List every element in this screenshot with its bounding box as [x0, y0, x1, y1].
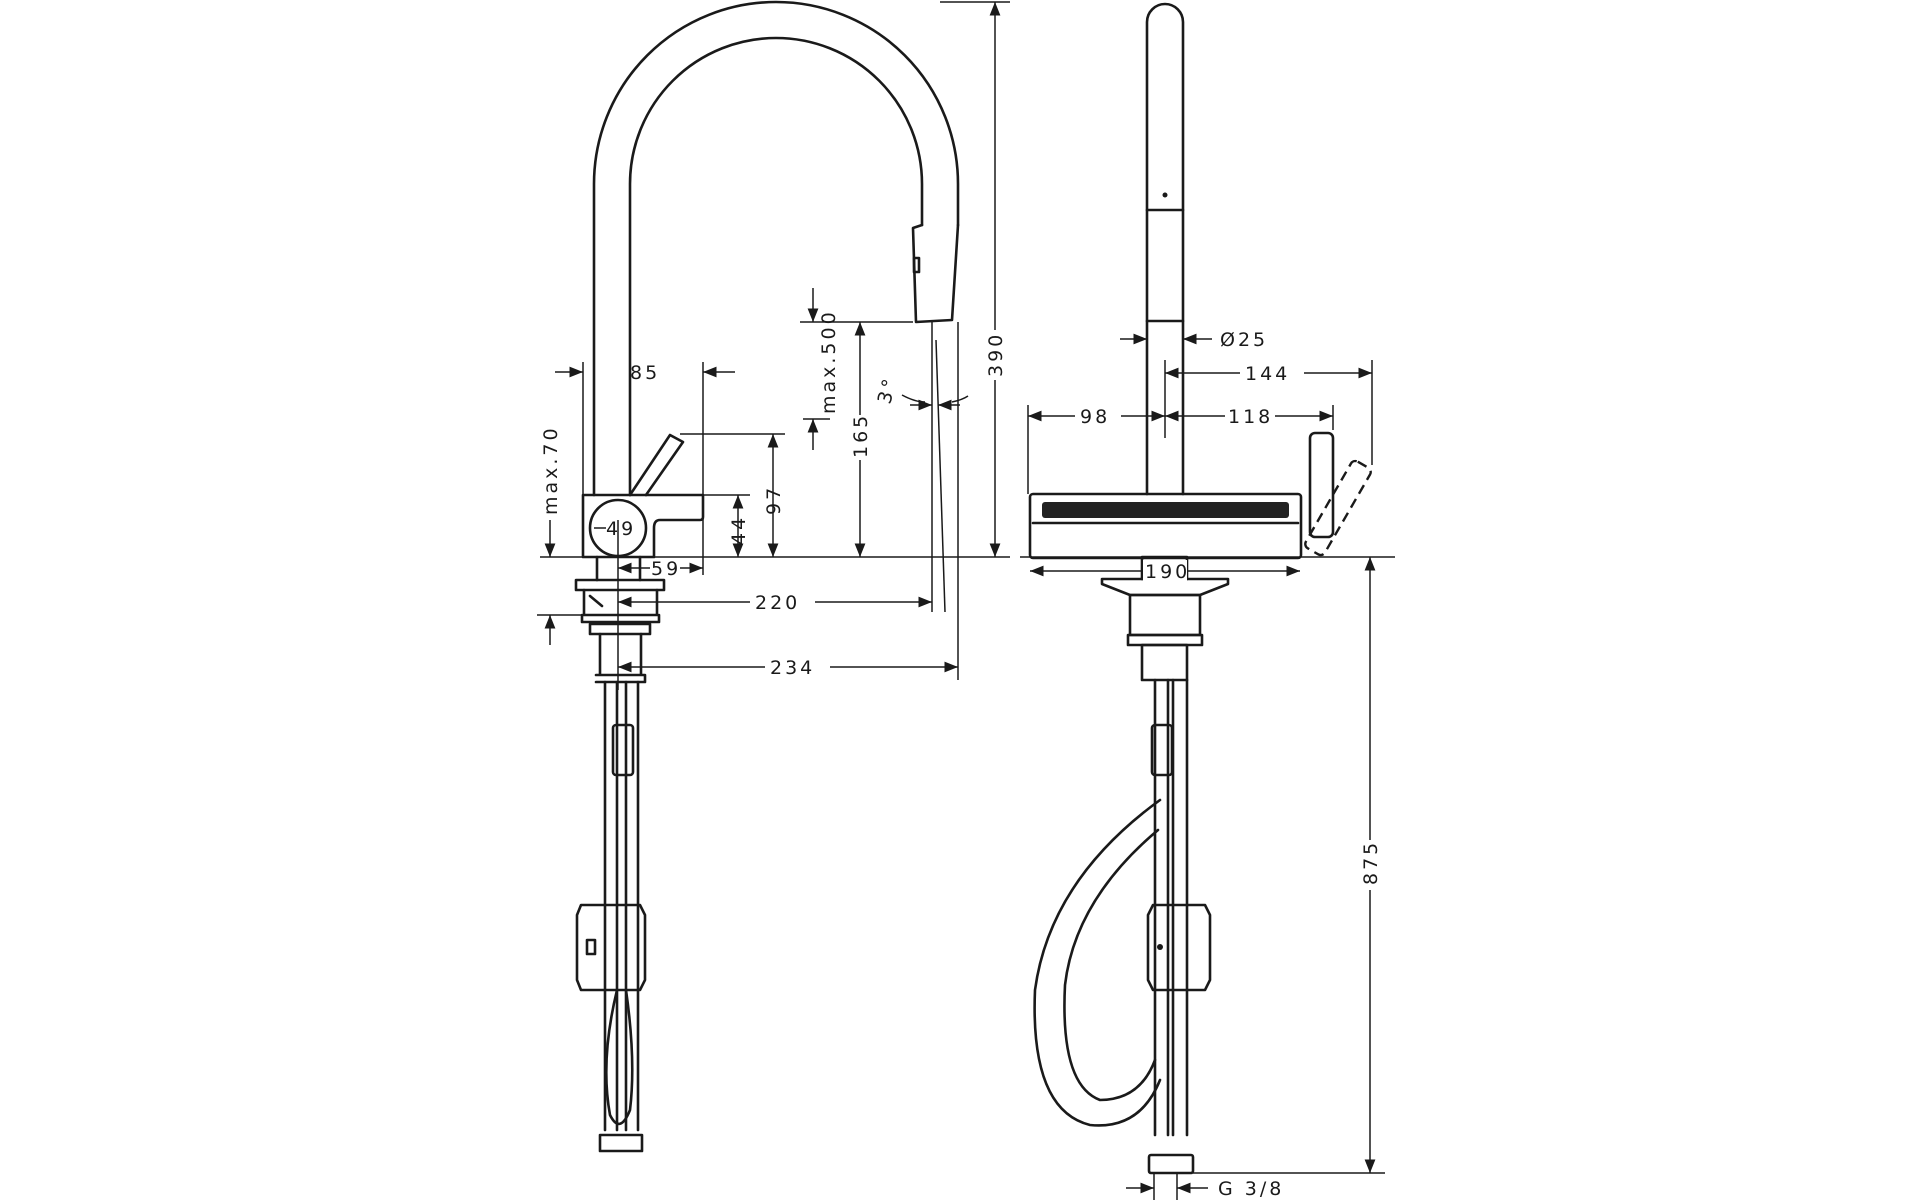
spray-angle-line — [935, 339, 946, 613]
flange-detail — [588, 594, 604, 608]
dim-dia25-label: Ø25 — [1220, 329, 1268, 351]
shank — [1140, 643, 1189, 682]
dim-390-label: 390 — [985, 332, 1007, 377]
label-bg — [985, 330, 1007, 380]
hose-box — [575, 903, 647, 992]
shank — [594, 632, 647, 684]
spray-button — [1162, 192, 1168, 198]
dim-g38-label: G 3/8 — [1218, 1178, 1284, 1200]
mounting-nut — [580, 588, 661, 624]
label-bg — [750, 590, 815, 614]
connection-nuts — [598, 1133, 644, 1153]
dim-max500-label: max.500 — [818, 309, 840, 414]
hose-box-detail — [1157, 944, 1163, 950]
spout-outer — [592, 0, 960, 497]
dim-165-label: 165 — [850, 413, 872, 458]
dim-85-label: 85 — [630, 362, 660, 384]
angle-arc — [901, 394, 969, 403]
dim-angle-label: 3° — [874, 374, 902, 406]
label-bg — [850, 415, 872, 460]
hose-box-detail — [585, 938, 597, 956]
spout-inner — [628, 36, 924, 497]
hose-box — [1146, 903, 1212, 992]
dim-144-label: 144 — [1245, 363, 1290, 385]
lever-front — [1308, 431, 1335, 539]
lever-handle — [628, 433, 685, 497]
dim-59-label: 59 — [651, 558, 681, 580]
label-bg — [1075, 405, 1121, 429]
side-view: 85 max.70 49 59 44 97 max.500 165 3° 390… — [537, 0, 1010, 1153]
dim-875-label: 875 — [1360, 840, 1382, 885]
pull-out-hose-inner — [1063, 828, 1160, 1102]
mounting-flange — [574, 578, 666, 592]
hose-weight — [611, 723, 635, 777]
mounting-nut — [1128, 593, 1202, 637]
spray-button — [912, 256, 921, 274]
spout-front — [1145, 2, 1185, 496]
label-bg — [1143, 560, 1187, 582]
spray-head — [911, 223, 960, 324]
front-view: Ø25 144 98 118 190 875 G 3/8 — [1020, 2, 1395, 1200]
hose-weight — [1150, 723, 1174, 777]
dim-97-label: 97 — [763, 485, 785, 515]
connection-nuts — [1147, 1153, 1195, 1175]
aerator-mesh — [1042, 502, 1289, 518]
thread-ring — [588, 622, 652, 636]
dim-max70-label: max.70 — [540, 425, 562, 515]
dim-44-label: 44 — [728, 515, 750, 545]
lever-rotated-dashed — [1304, 459, 1372, 557]
dim-118-label: 118 — [1228, 406, 1273, 428]
dim-220-label: 220 — [755, 592, 800, 614]
dim-190-label: 190 — [1145, 561, 1190, 583]
pull-out-hose-outer — [1033, 798, 1162, 1127]
dim-98-label: 98 — [1080, 406, 1110, 428]
label-bg — [1240, 362, 1304, 386]
supply-hoses — [1153, 678, 1189, 1137]
dim-234-label: 234 — [770, 657, 815, 679]
label-bg — [1225, 405, 1275, 429]
hose-loop — [605, 988, 634, 1126]
thread-ring — [1126, 633, 1204, 647]
label-bg — [765, 655, 830, 679]
label-bg — [1360, 840, 1382, 890]
dim-49-label: 49 — [606, 518, 636, 540]
